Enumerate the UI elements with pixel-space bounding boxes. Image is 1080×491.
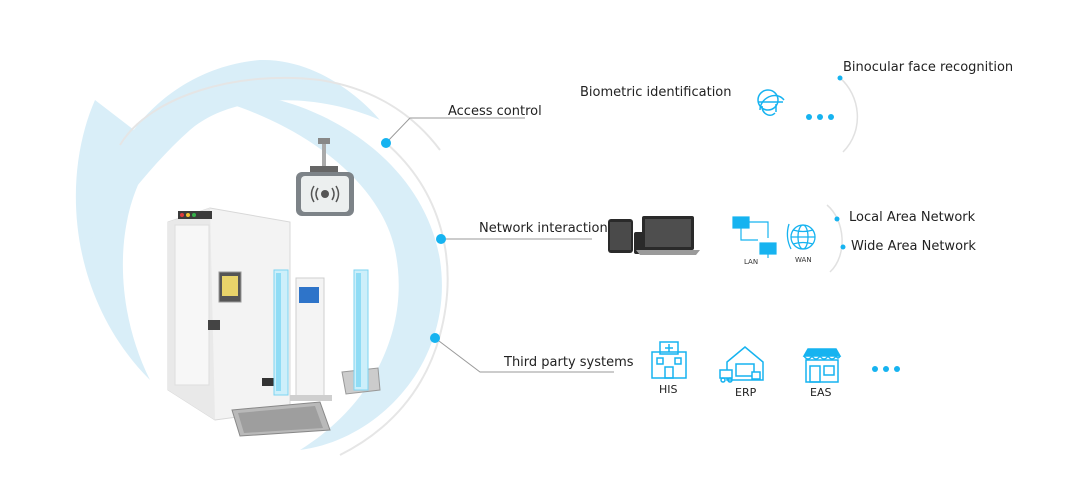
lan-dot [834,216,840,222]
his-caption: HIS [659,383,678,396]
biometric-arc-dot [837,75,843,81]
third-party-label: Third party systems [504,355,634,370]
network-arc [826,204,843,273]
swirl-right-blade [200,92,442,450]
wide-area-network-label: Wide Area Network [851,239,976,254]
hanging-screen [296,138,354,216]
binocular-face-recognition-label: Binocular face recognition [843,60,1014,75]
outer-arc-left [119,76,441,151]
biometric-more-dots [806,114,834,120]
connector-third-party [434,337,614,373]
access-control-label: Access control [448,104,542,119]
local-area-network-label: Local Area Network [849,210,976,225]
biometric-arc [839,77,858,153]
network-interaction-label: Network interaction [479,221,608,236]
wan-caption: WAN [795,256,812,264]
security-arches [273,269,369,396]
floor-mat [231,367,381,437]
systems-more-dots [872,366,900,372]
swirl-top-blade [90,59,380,240]
lan-caption: LAN [744,258,759,266]
biometric-identification-label: Biometric identification [580,85,732,100]
connector-access [385,117,525,144]
eas-caption: EAS [810,386,832,399]
wan-dot [840,244,846,250]
node-network [436,234,446,244]
kiosk [290,277,332,401]
node-third-party [430,333,440,343]
booth [167,207,291,421]
main-arc [339,142,449,456]
node-access [381,138,391,148]
erp-caption: ERP [735,386,757,399]
